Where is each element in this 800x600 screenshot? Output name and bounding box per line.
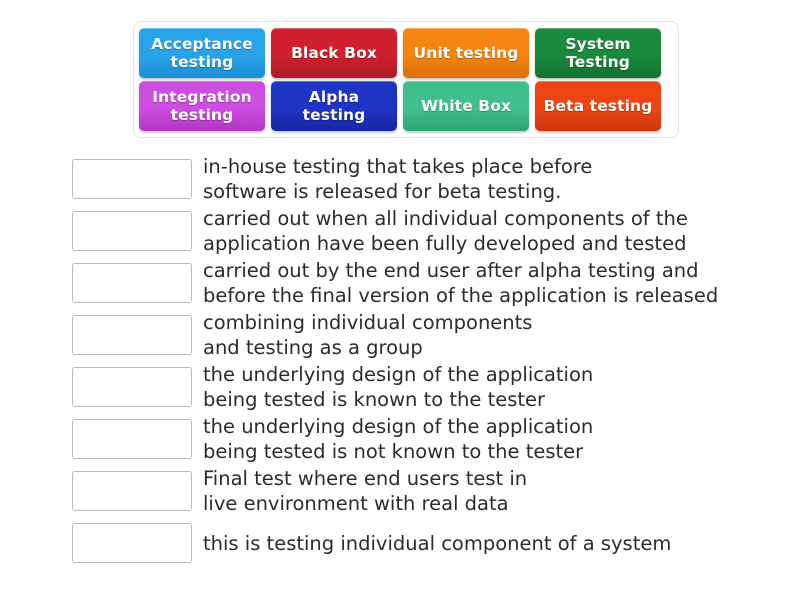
tile-tray: Acceptance testing Black Box Unit testing S…: [133, 21, 679, 138]
tile-row: Integration testing Alpha testing White Bo…: [139, 81, 673, 131]
tile-label: Beta testing: [543, 97, 653, 115]
answer-row: in-house testing that takes place before…: [72, 155, 772, 203]
answer-drop-box[interactable]: [72, 263, 192, 303]
tile-white-box[interactable]: White Box: [403, 81, 529, 131]
answer-row: the underlying design of the application…: [72, 363, 772, 411]
answer-row: carried out by the end user after alpha …: [72, 259, 772, 307]
answer-row: carried out when all individual componen…: [72, 207, 772, 255]
tile-label: Black Box: [291, 44, 377, 62]
answer-description: Final test where end users test in live …: [203, 467, 528, 515]
answer-drop-box[interactable]: [72, 211, 192, 251]
tile-label: Integration testing: [152, 88, 252, 124]
answer-description: this is testing individual component of …: [203, 531, 672, 555]
answer-drop-box[interactable]: [72, 315, 192, 355]
answer-description: carried out when all individual componen…: [203, 207, 688, 255]
answer-description: the underlying design of the application…: [203, 415, 594, 463]
tile-label: White Box: [420, 97, 512, 115]
answer-rows-list: in-house testing that takes place before…: [72, 155, 772, 575]
answer-row: this is testing individual component of …: [72, 523, 772, 563]
answer-drop-box[interactable]: [72, 159, 192, 199]
tile-label: Acceptance testing: [151, 35, 253, 71]
tile-system-testing[interactable]: System Testing: [535, 28, 661, 78]
answer-drop-box[interactable]: [72, 523, 192, 563]
tile-label: Unit testing: [413, 44, 519, 62]
answer-row: combining individual components and test…: [72, 311, 772, 359]
tile-unit-testing[interactable]: Unit testing: [403, 28, 529, 78]
tile-row: Acceptance testing Black Box Unit testing S…: [139, 28, 673, 78]
answer-drop-box[interactable]: [72, 419, 192, 459]
answer-drop-box[interactable]: [72, 471, 192, 511]
tile-beta-testing[interactable]: Beta testing: [535, 81, 661, 131]
tile-alpha-testing[interactable]: Alpha testing: [271, 81, 397, 131]
answer-description: carried out by the end user after alpha …: [203, 259, 719, 307]
answer-row: the underlying design of the application…: [72, 415, 772, 463]
tile-black-box[interactable]: Black Box: [271, 28, 397, 78]
answer-description: the underlying design of the application…: [203, 363, 594, 411]
tile-integration-testing[interactable]: Integration testing: [139, 81, 265, 131]
answer-description: in-house testing that takes place before…: [203, 155, 593, 203]
answer-description: combining individual components and test…: [203, 311, 533, 359]
tile-label: Alpha testing: [302, 88, 366, 124]
answer-drop-box[interactable]: [72, 367, 192, 407]
tile-label: System Testing: [565, 35, 631, 71]
tile-acceptance-testing[interactable]: Acceptance testing: [139, 28, 265, 78]
answer-row: Final test where end users test in live …: [72, 467, 772, 515]
